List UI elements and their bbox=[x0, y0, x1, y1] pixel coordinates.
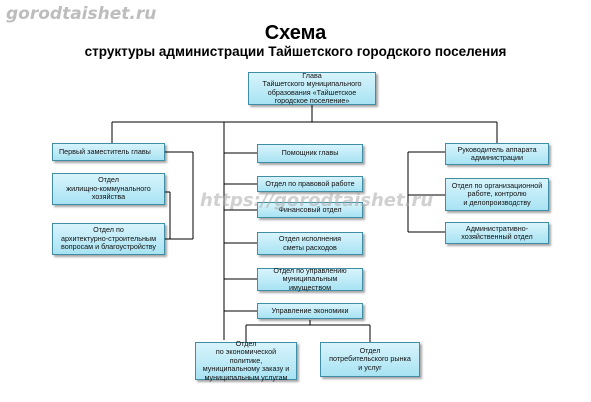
box-head: Глава Тайшетского муниципального образов… bbox=[248, 71, 376, 105]
box-economy: Управление экономики bbox=[257, 303, 363, 319]
box-housing: Отдел жилищно-коммунального хозяйства bbox=[52, 173, 165, 205]
box-legal: Отдел по правовой работе bbox=[257, 176, 363, 192]
box-consumer: Отдел потребительского рынка и услуг bbox=[320, 342, 420, 377]
box-first-deputy: Первый заместитель главы bbox=[52, 143, 165, 161]
box-org-work: Отдел по организационной работе, контрол… bbox=[445, 178, 549, 211]
page-title: Схема bbox=[264, 22, 327, 44]
box-estimates: Отдел исполнения сметы расходов bbox=[257, 232, 363, 255]
box-assistant: Помощник главы bbox=[257, 144, 363, 163]
page-subtitle: структуры администрации Тайшетского горо… bbox=[84, 44, 507, 59]
box-apparatus-head: Руководитель аппарата администрации bbox=[445, 143, 549, 165]
box-property: Отдел по управлению муниципальным имущес… bbox=[257, 266, 363, 291]
box-finance: Финансовый отдел bbox=[257, 202, 363, 218]
box-architecture: Отдел по архитектурно-строительным вопро… bbox=[52, 223, 165, 255]
box-admin-econ: Административно- хозяйственный отдел bbox=[445, 222, 549, 244]
box-econ-policy: Отдел по экономической политике, муницип… bbox=[195, 339, 297, 381]
